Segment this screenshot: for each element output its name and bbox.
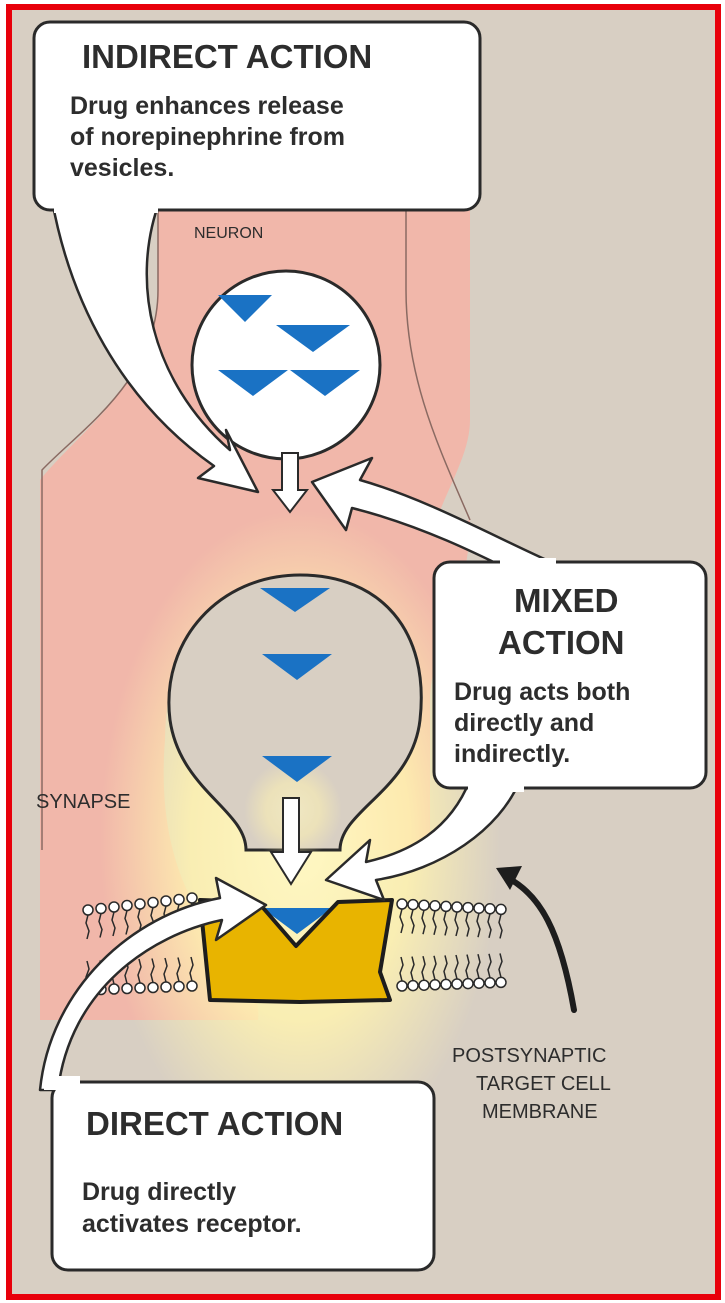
lipid-head xyxy=(441,901,451,911)
lipid-head xyxy=(122,901,132,911)
lipid-head xyxy=(148,898,158,908)
mixed-callout-line-1: Drug acts both xyxy=(454,678,630,706)
indirect-callout-seam xyxy=(54,195,158,213)
lipid-head xyxy=(161,982,171,992)
lipid-head xyxy=(408,981,418,991)
lipid-head xyxy=(109,984,119,994)
neuron-label: NEURON xyxy=(194,225,263,242)
lipid-head xyxy=(408,900,418,910)
lipid-head xyxy=(135,899,145,909)
lipid-head xyxy=(463,903,473,913)
lipid-head xyxy=(122,984,132,994)
lipid-head xyxy=(148,983,158,993)
mixed-callout-seam-top xyxy=(500,558,556,570)
lipid-head xyxy=(430,980,440,990)
indirect-callout-line-1: Drug enhances release xyxy=(70,92,344,120)
lipid-head xyxy=(496,977,506,987)
indirect-callout-line-3: vesicles. xyxy=(70,154,174,182)
lipid-head xyxy=(452,979,462,989)
lipid-head xyxy=(187,893,197,903)
synaptic-vesicle xyxy=(192,271,380,459)
lipid-head xyxy=(135,983,145,993)
lipid-head xyxy=(161,896,171,906)
lipid-head xyxy=(463,979,473,989)
mixed-callout-line-3: indirectly. xyxy=(454,740,570,768)
lipid-head xyxy=(485,904,495,914)
lipid-head xyxy=(441,979,451,989)
mixed-callout-seam-bottom xyxy=(468,780,524,792)
lipid-head xyxy=(83,905,93,915)
indirect-callout-line-2: of norepinephrine from xyxy=(70,123,345,151)
lipid-head xyxy=(474,978,484,988)
lipid-head xyxy=(452,902,462,912)
lipid-head xyxy=(419,980,429,990)
lipid-head xyxy=(96,904,106,914)
mixed-callout-line-2: directly and xyxy=(454,709,594,737)
lipid-head xyxy=(187,981,197,991)
lipid-head xyxy=(474,903,484,913)
direct-callout-line-1: Drug directly xyxy=(82,1178,236,1206)
lipid-head xyxy=(496,904,506,914)
lipid-head xyxy=(397,981,407,991)
lipid-head xyxy=(485,978,495,988)
direct-callout-line-2: activates receptor. xyxy=(82,1210,302,1238)
lipid-head xyxy=(419,900,429,910)
direct-callout-title: DIRECT ACTION xyxy=(86,1105,343,1142)
lipid-head xyxy=(109,902,119,912)
postsynaptic-label-3: MEMBRANE xyxy=(482,1101,598,1123)
lipid-head xyxy=(174,982,184,992)
synapse-label: SYNAPSE xyxy=(36,791,130,813)
lipid-head xyxy=(174,895,184,905)
direct-callout-seam xyxy=(44,1076,80,1090)
lipid-head xyxy=(430,901,440,911)
lipid-head xyxy=(397,899,407,909)
mixed-callout-title-1: MIXED xyxy=(514,582,619,619)
mixed-callout-title-2: ACTION xyxy=(498,624,625,661)
postsynaptic-label-1: POSTSYNAPTIC xyxy=(452,1045,606,1067)
indirect-callout-title: INDIRECT ACTION xyxy=(82,38,372,75)
postsynaptic-label-2: TARGET CELL xyxy=(476,1073,611,1095)
